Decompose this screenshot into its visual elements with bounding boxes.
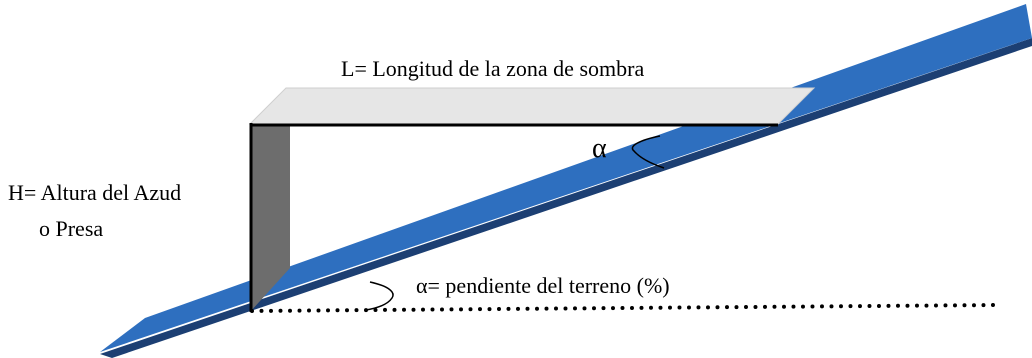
alpha-angle-arc-top: [631, 135, 665, 169]
shadow-zone-plane: [248, 87, 816, 125]
shadow-length-label: L= Longitud de la zona de sombra: [341, 56, 644, 81]
alpha-symbol-label: α: [592, 133, 607, 164]
slope-label: α= pendiente del terreno (%): [416, 273, 670, 298]
dam-height-label-line2: o Presa: [39, 216, 103, 241]
alpha-angle-arc-bottom: [365, 281, 394, 311]
dam-face: [250, 124, 290, 312]
dam-height-label-line1: H= Altura del Azud: [8, 180, 181, 205]
horizontal-reference-line: [250, 303, 1000, 313]
terrain-side-face: [100, 38, 1032, 358]
